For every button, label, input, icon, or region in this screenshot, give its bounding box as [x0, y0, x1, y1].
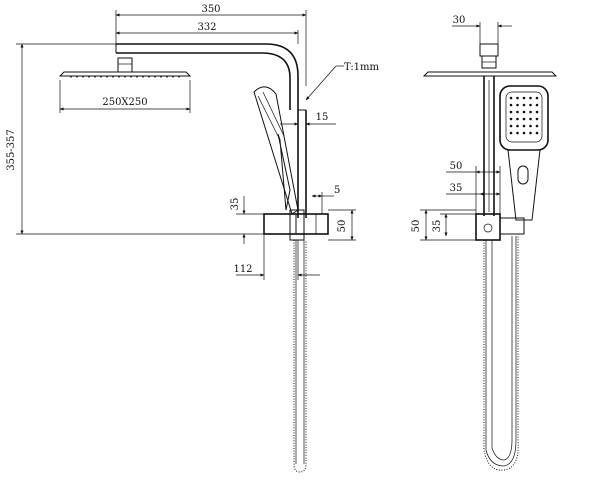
- dim-height-35: 35: [432, 213, 476, 237]
- nozzle-dot: [535, 103, 539, 107]
- front-shower-head: [422, 71, 558, 77]
- dim-height-35-label: 35: [432, 220, 443, 233]
- nozzle-dot: [529, 103, 532, 107]
- dim-bracket-height: 35: [230, 196, 264, 244]
- nozzle-dot: [522, 131, 526, 135]
- nozzle-dot: [516, 96, 519, 100]
- dim-bracket-depth-label: 50: [337, 220, 348, 233]
- nozzle-dot: [522, 96, 526, 100]
- dim-width-35: 35: [446, 183, 501, 196]
- dim-head-size-label: 250X250: [102, 97, 147, 108]
- dim-thickness-label: T:1mm: [344, 62, 380, 73]
- nozzle-dot: [516, 110, 519, 114]
- dim-height-50-label: 50: [411, 220, 422, 233]
- handset: [253, 86, 299, 215]
- spray-nozzles: [509, 96, 539, 135]
- nozzle-dot: [516, 103, 519, 107]
- dim-overall-width: 350: [115, 4, 307, 86]
- dim-width-50: 50: [446, 161, 501, 214]
- nozzle-dot: [529, 96, 532, 100]
- dim-overall-width-label: 350: [201, 4, 220, 15]
- front-hose: [483, 236, 519, 471]
- dim-height-50: 50: [411, 209, 476, 241]
- front-handset: [499, 85, 549, 221]
- dim-arm-length: 332: [115, 22, 299, 44]
- front-view: 30 50 35 50 35: [411, 15, 558, 471]
- riser-pipe: [297, 109, 307, 218]
- nozzle-dot: [529, 110, 532, 114]
- nozzle-dot: [529, 117, 532, 121]
- dim-width-35-label: 35: [450, 183, 463, 194]
- dim-handset-reach-label: 112: [233, 264, 252, 275]
- wall-bracket: [263, 209, 329, 241]
- nozzle-dot: [529, 131, 532, 135]
- nozzle-dot: [535, 117, 539, 121]
- nozzle-dot: [509, 131, 513, 135]
- dim-bracket-height-label: 35: [230, 198, 241, 211]
- nozzle-dot: [535, 110, 539, 114]
- shower-head: [58, 57, 192, 78]
- nozzle-dot: [522, 117, 526, 121]
- dim-total-height-label: 355-357: [6, 129, 17, 171]
- nozzle-dot: [522, 103, 526, 107]
- side-view: 350 332 T:1mm 250X250 15: [6, 4, 380, 473]
- dim-pipe-offset-label: 15: [316, 112, 329, 123]
- dim-handset-reach: 112: [233, 234, 320, 280]
- dim-bracket-small: 5: [311, 185, 340, 214]
- nozzle-dot: [509, 124, 513, 128]
- dim-thickness: T:1mm: [305, 62, 380, 101]
- front-bracket: [475, 213, 525, 241]
- nozzle-dot: [509, 110, 513, 114]
- dim-top-width: 30: [452, 15, 512, 44]
- dim-bracket-small-label: 5: [334, 185, 340, 196]
- nozzle-dot: [516, 131, 519, 135]
- nozzle-dot: [516, 124, 519, 128]
- dim-top-width-label: 30: [453, 15, 466, 26]
- shower-hose: [293, 240, 307, 473]
- front-riser: [483, 76, 495, 216]
- nozzle-dot: [522, 124, 526, 128]
- nozzle-dot: [509, 103, 513, 107]
- dim-head-size: 250X250: [59, 80, 191, 113]
- nozzle-dot: [516, 117, 519, 121]
- nozzle-dot: [522, 110, 526, 114]
- nozzle-dot: [535, 124, 539, 128]
- dim-width-50-label: 50: [450, 161, 463, 172]
- dim-pipe-offset: 15: [280, 112, 336, 126]
- nozzle-dot: [535, 96, 539, 100]
- nozzle-dot: [535, 131, 539, 135]
- shower-arm: [115, 43, 299, 110]
- nozzle-dot: [509, 117, 513, 121]
- dim-bracket-depth: 50: [328, 209, 356, 241]
- front-top-mount: [479, 43, 499, 69]
- dim-total-height: 355-357: [6, 43, 264, 235]
- dim-arm-length-label: 332: [197, 22, 216, 33]
- nozzle-dot: [529, 124, 532, 128]
- nozzle-dot: [509, 96, 513, 100]
